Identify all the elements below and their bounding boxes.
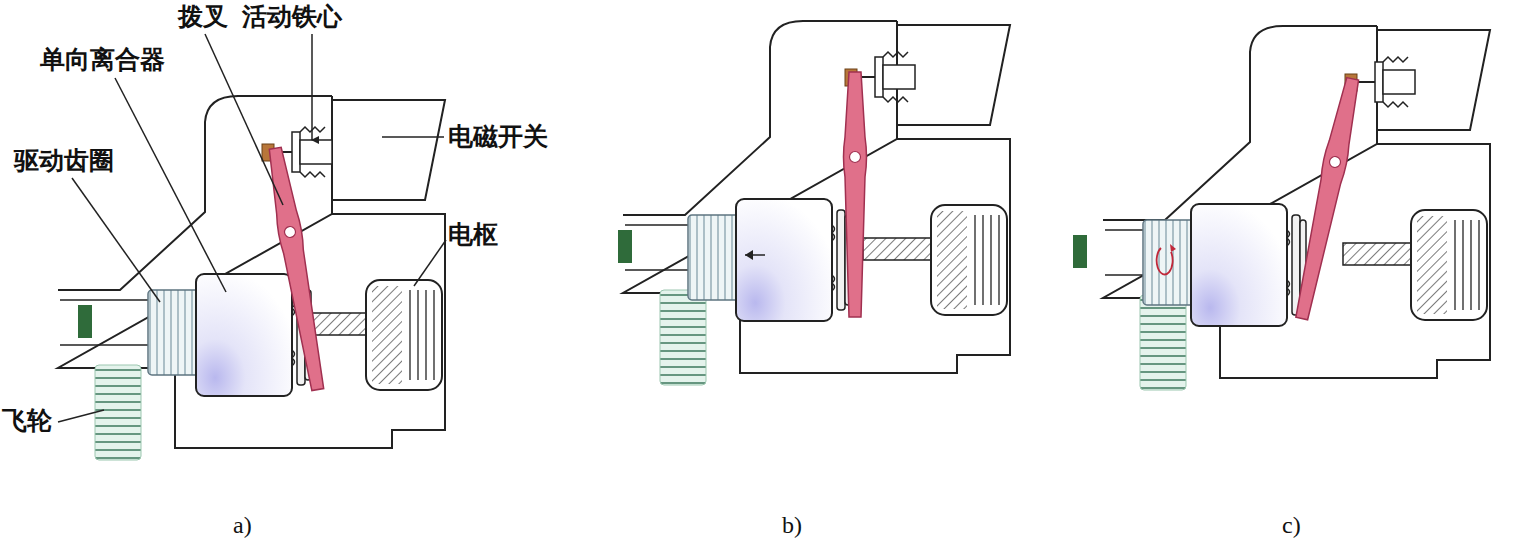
part-label: 电枢 [448, 220, 498, 250]
part-label: 单向离合器 [40, 45, 165, 75]
part-label: 电磁开关 [448, 122, 548, 152]
panel-label: a) [233, 510, 252, 540]
panel-c-drawing [1073, 26, 1490, 390]
part-label: 飞轮 [2, 406, 52, 436]
part-label: 驱动齿圈 [14, 146, 114, 176]
panel-b-drawing [618, 21, 1010, 385]
part-label: 拨叉 [178, 2, 228, 32]
panel-label: c) [1282, 510, 1301, 540]
part-label: 活动铁心 [242, 2, 342, 32]
panel-label: b) [782, 510, 802, 540]
panel-a-drawing [58, 34, 446, 460]
